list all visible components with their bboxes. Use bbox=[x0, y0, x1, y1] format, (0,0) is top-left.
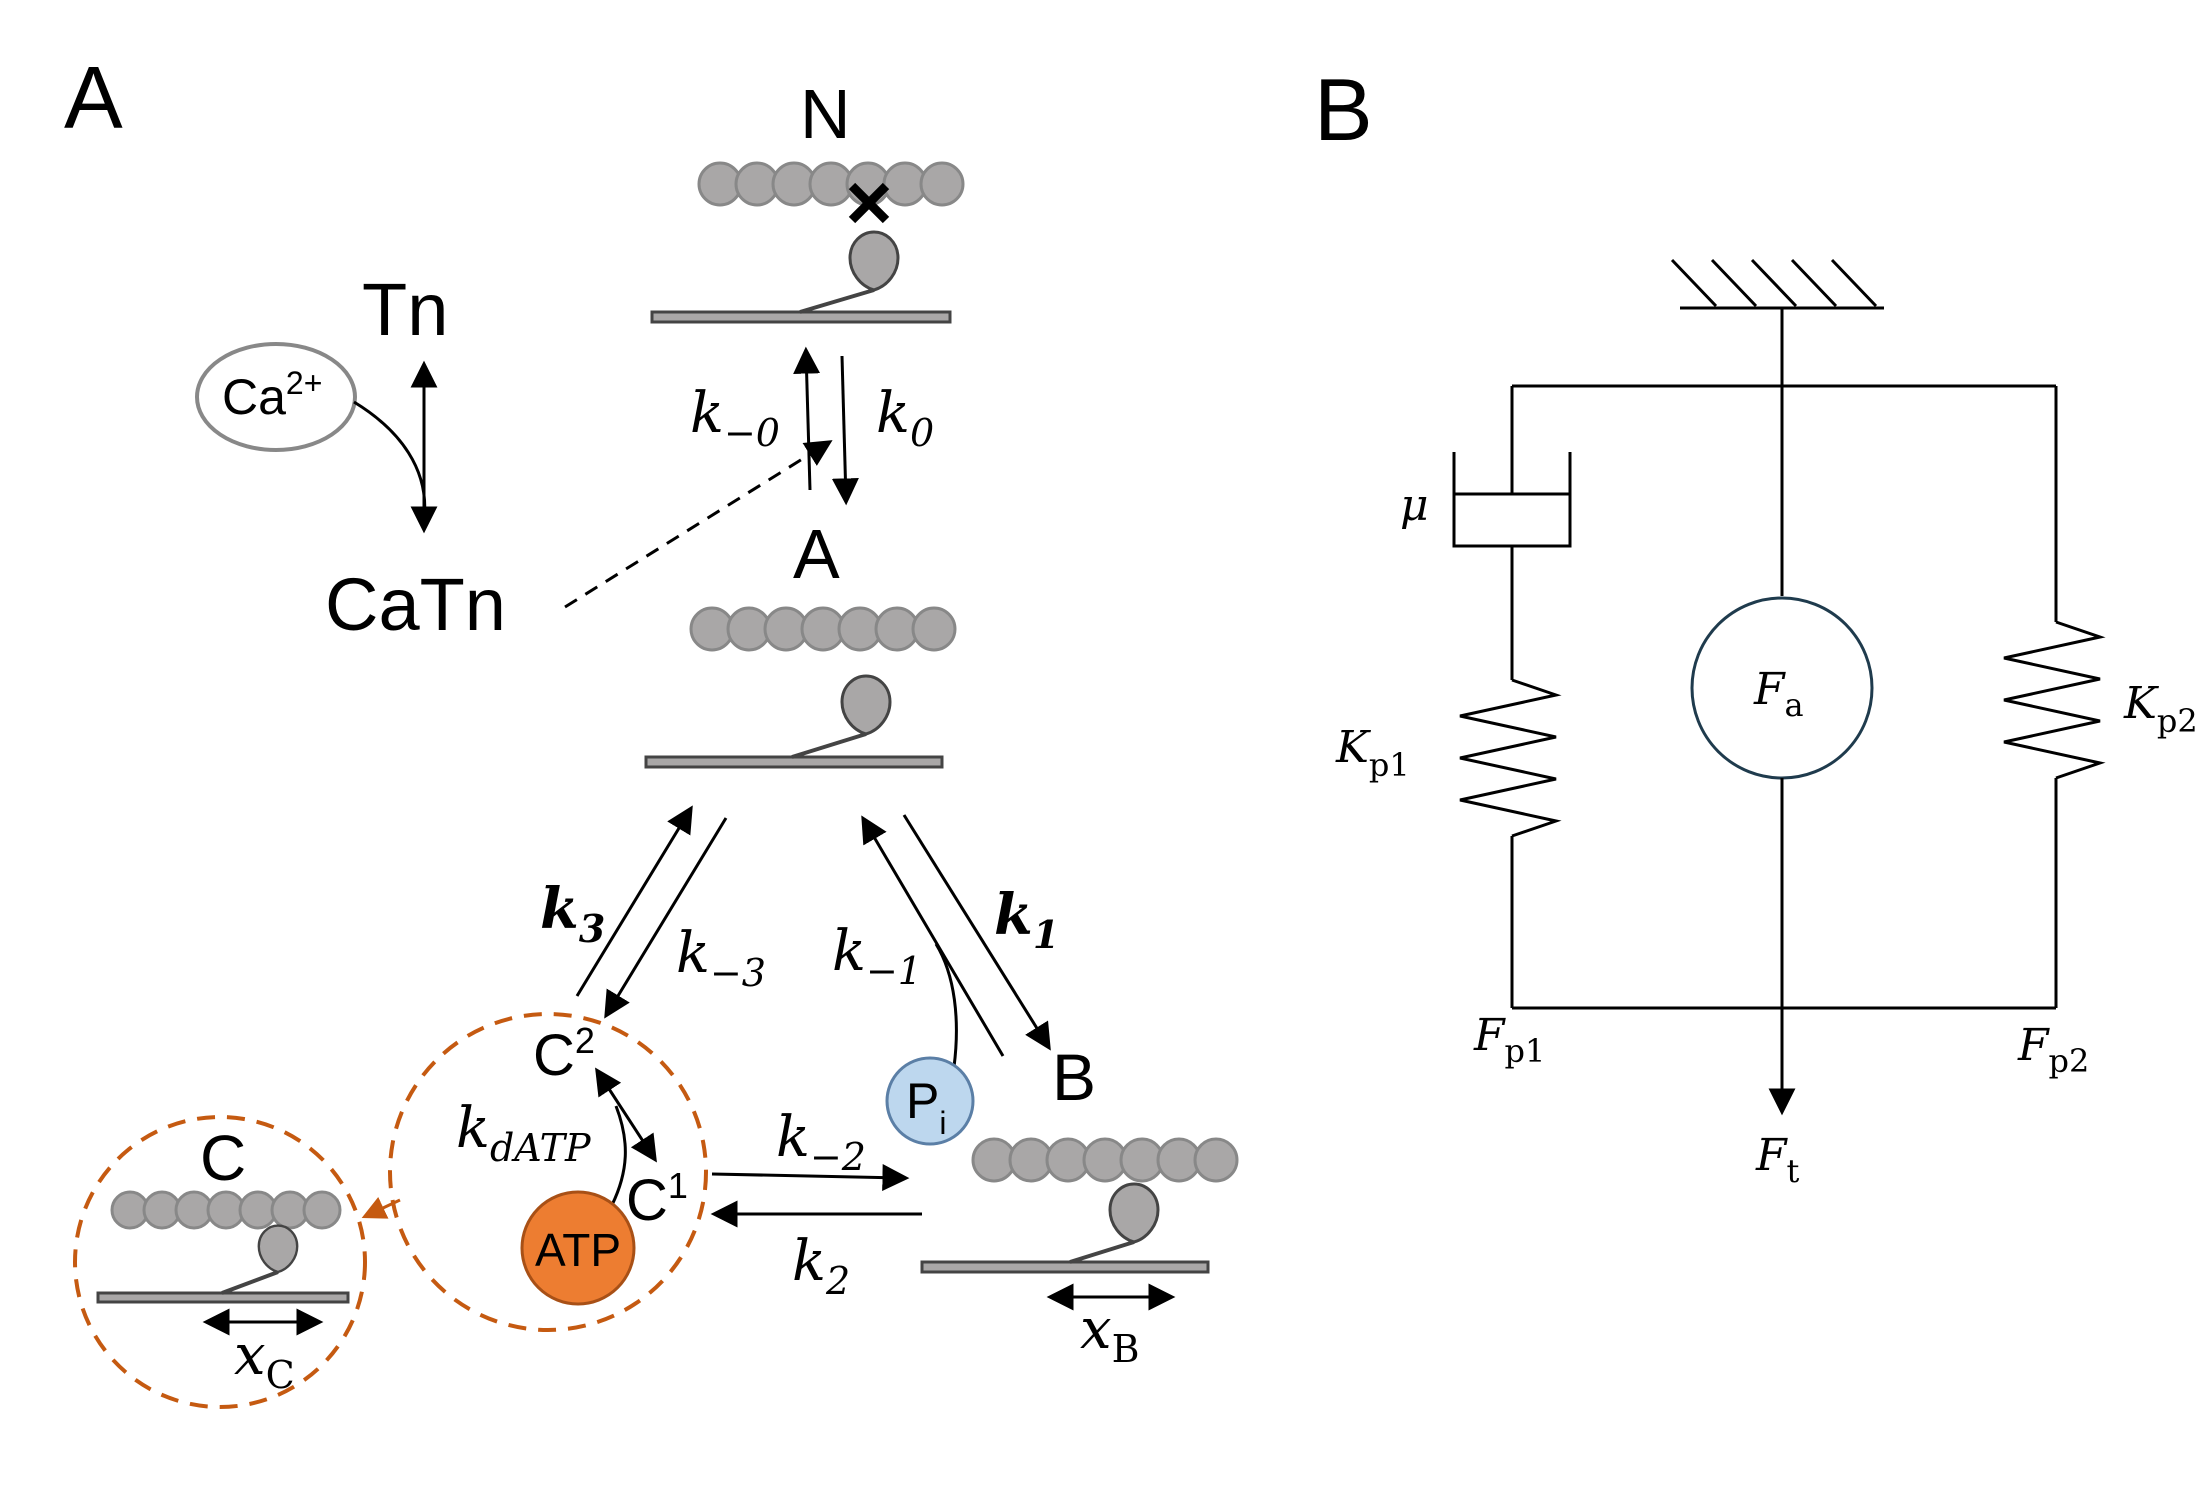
state-tn-label: Tn bbox=[362, 268, 448, 351]
calcium-ellipse bbox=[195, 342, 357, 452]
rate-k3: k3 bbox=[540, 876, 605, 951]
active-force-label: Fa bbox=[1753, 664, 1804, 724]
thick-filament-a bbox=[644, 755, 944, 769]
spring-kp1 bbox=[1459, 678, 1562, 838]
passive-force-1-label: Fp1 bbox=[1473, 1010, 1545, 1070]
c-state-dashed-circle bbox=[73, 1115, 367, 1409]
damping-mu-label: μ bbox=[1400, 480, 1429, 531]
myosin-lever-n bbox=[799, 288, 875, 314]
myosin-lever-a bbox=[791, 732, 867, 759]
actin-filament-a bbox=[689, 606, 957, 652]
rate-k-minus3: k−3 bbox=[676, 921, 766, 995]
state-catn-label: CaTn bbox=[325, 563, 506, 646]
phosphate-release-curve bbox=[934, 943, 958, 1068]
passive-force-2-label: Fp2 bbox=[2017, 1020, 2089, 1080]
total-force-label: Ft bbox=[1755, 1130, 1800, 1190]
phosphate-label: Pi bbox=[906, 1073, 946, 1141]
myosin-head-n bbox=[848, 230, 900, 292]
thick-filament-b bbox=[920, 1260, 1210, 1274]
c-substate-dashed-circle bbox=[388, 1012, 708, 1332]
substate-c2-label: C2 bbox=[533, 1020, 595, 1088]
actin-filament-c bbox=[110, 1190, 342, 1230]
myosin-head-a bbox=[840, 674, 892, 736]
k1-arrow bbox=[902, 814, 1051, 1051]
c2-c1-arrow bbox=[595, 1067, 657, 1163]
k-minus1-arrow bbox=[861, 815, 1005, 1057]
atp-circle bbox=[520, 1190, 636, 1306]
calcium-label: Ca2+ bbox=[222, 365, 322, 425]
myosin-lever-b bbox=[1069, 1240, 1135, 1264]
rate-k2: k2 bbox=[792, 1229, 850, 1303]
k-minus3-arrow bbox=[604, 817, 728, 1019]
k-minus2-arrow bbox=[711, 1164, 910, 1192]
k3-arrow bbox=[575, 805, 693, 997]
state-n-label: N bbox=[800, 75, 851, 153]
panel-b-label: B bbox=[1314, 60, 1373, 159]
actin-filament-b bbox=[971, 1137, 1239, 1183]
ground-hatch bbox=[1670, 258, 1878, 308]
state-c-label: C bbox=[200, 1122, 246, 1194]
spring-kp2-label: Kp2 bbox=[2123, 678, 2198, 740]
rate-k-minus2: k−2 bbox=[776, 1105, 866, 1179]
spring-kp2 bbox=[2003, 620, 2106, 780]
state-a-label: A bbox=[793, 515, 840, 593]
blocked-x-icon bbox=[848, 182, 890, 224]
rate-k0: k0 bbox=[876, 381, 934, 455]
catn-activation-dashed-arrow bbox=[564, 440, 833, 609]
myosin-lever-c bbox=[221, 1270, 279, 1295]
displacement-xc: xC bbox=[234, 1323, 295, 1397]
k-minus0-arrow bbox=[793, 346, 821, 491]
myosin-head-c bbox=[257, 1224, 299, 1274]
substate-c1-label: C1 bbox=[626, 1165, 688, 1233]
c-substate-link-arrow bbox=[361, 1196, 401, 1219]
displacement-xb: xB bbox=[1080, 1297, 1140, 1371]
atp-label: ATP bbox=[535, 1224, 621, 1276]
k0-arrow bbox=[831, 355, 859, 506]
panel-a-label: A bbox=[64, 48, 123, 147]
phosphate-circle bbox=[885, 1056, 975, 1146]
state-b-label: B bbox=[1052, 1040, 1096, 1114]
calcium-binding-curve bbox=[353, 400, 427, 521]
myosin-head-b bbox=[1108, 1182, 1160, 1244]
rate-kdatp: kdATP bbox=[456, 1096, 592, 1170]
rate-k1: k1 bbox=[994, 882, 1059, 957]
rate-k-minus0: k−0 bbox=[690, 381, 780, 455]
actin-filament-n bbox=[697, 161, 965, 207]
atp-binding-curve bbox=[610, 1105, 627, 1206]
rate-k-minus1: k−1 bbox=[832, 919, 922, 993]
spring-kp1-label: Kp1 bbox=[1335, 722, 1410, 784]
